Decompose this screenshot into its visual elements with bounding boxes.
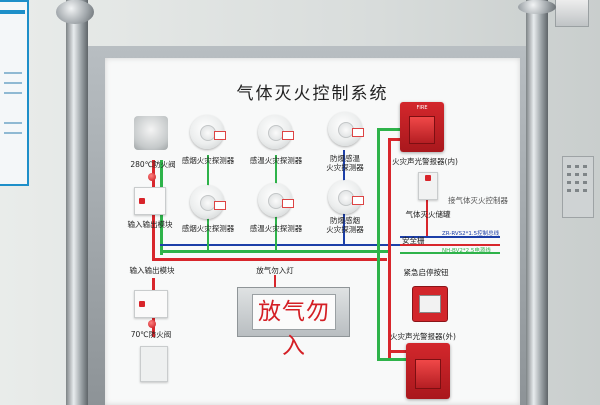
label-smoke-bottom: 感烟火灾探测器: [181, 224, 235, 233]
poster-text-line: [4, 82, 22, 84]
io-module-top: [134, 187, 166, 215]
label-heat-bottom: 感温火灾探测器: [249, 224, 303, 233]
fire-damper-70: [140, 346, 168, 382]
label-safety-barrier: 安全栅: [402, 236, 425, 245]
label-heat-top: 感温火灾探测器: [249, 156, 303, 165]
gas-extinguisher-tank: [418, 172, 438, 200]
label-valve-70: 70℃防火阀: [130, 330, 172, 339]
indicator-light: [148, 320, 156, 328]
wire-red: [274, 275, 276, 289]
alarm-brand-text: FIRE: [416, 105, 428, 111]
wire-blue: [400, 236, 500, 238]
label-alarm-inside: 火灾声光警报器(内): [392, 157, 458, 166]
wall-control-panel: [562, 156, 594, 218]
left-pole-knob: [56, 0, 94, 24]
poster-text-line: [4, 92, 22, 94]
label-no-entry-light: 放气勿入灯: [256, 266, 294, 275]
explosion-proof-smoke-detector: [328, 180, 364, 214]
wire-red: [388, 350, 410, 353]
explosion-proof-heat-detector: [328, 112, 364, 146]
label-wire-2: NH-BV2*2.5电源线: [442, 248, 491, 254]
wire-green: [377, 128, 380, 360]
label-valve-280: 280℃防火阀: [130, 160, 176, 169]
indicator-light: [148, 173, 156, 181]
wire-red: [152, 258, 387, 261]
no-entry-sign-panel: 放气勿入: [237, 287, 350, 359]
poster-text-line: [4, 132, 22, 134]
board-title: 气体灭火控制系统: [236, 84, 389, 104]
wire-green: [377, 128, 409, 131]
wire-green: [160, 250, 390, 253]
label-io-module-bottom: 输入输出模块: [129, 266, 175, 275]
label-emergency-button: 紧急启停按钮: [403, 268, 449, 277]
wire-red: [152, 278, 155, 298]
wire-blue: [160, 244, 400, 246]
label-gas-extinguisher: 气体灭火储罐: [405, 210, 451, 219]
smoke-detector-bottom: [190, 185, 226, 219]
ceiling-device: [555, 0, 589, 27]
wire-red: [426, 180, 428, 236]
label-wire-1: ZR-RVS2*1.5控制总线: [442, 231, 500, 237]
smoke-detector-top: [190, 115, 226, 149]
left-pole: [66, 0, 88, 405]
demo-board: [105, 58, 520, 405]
label-smoke-top: 感烟火灾探测器: [181, 156, 235, 165]
label-gas-control: 接气体灭火控制器: [448, 196, 508, 205]
poster-text-line: [4, 122, 22, 124]
wire-green: [400, 252, 500, 254]
wall-poster: [0, 0, 29, 186]
label-explosion-smoke: 防爆感烟 火灾探测器: [326, 216, 364, 234]
wire-red: [388, 138, 391, 360]
label-explosion-heat: 防爆感温 火灾探测器: [326, 154, 364, 172]
io-module-bottom: [134, 290, 168, 318]
right-pole-knob: [518, 0, 556, 14]
label-alarm-outside: 火灾声光警报器(外): [390, 332, 456, 341]
emergency-stop-button: [412, 286, 448, 322]
wire-red: [400, 244, 500, 246]
no-entry-sign-text: 放气勿入: [252, 294, 336, 359]
poster-stripe: [0, 10, 25, 14]
label-io-module-top: 输入输出模块: [127, 220, 173, 229]
fire-alarm-outside: [406, 343, 450, 399]
fire-damper-280: [134, 116, 168, 150]
heat-detector-top: [258, 115, 294, 149]
wire-green: [377, 358, 411, 361]
poster-text-line: [4, 72, 22, 74]
heat-detector-bottom: [258, 183, 294, 217]
right-pole: [526, 0, 548, 405]
wire-red: [388, 138, 410, 141]
fire-alarm-inside: FIRE: [400, 102, 444, 152]
